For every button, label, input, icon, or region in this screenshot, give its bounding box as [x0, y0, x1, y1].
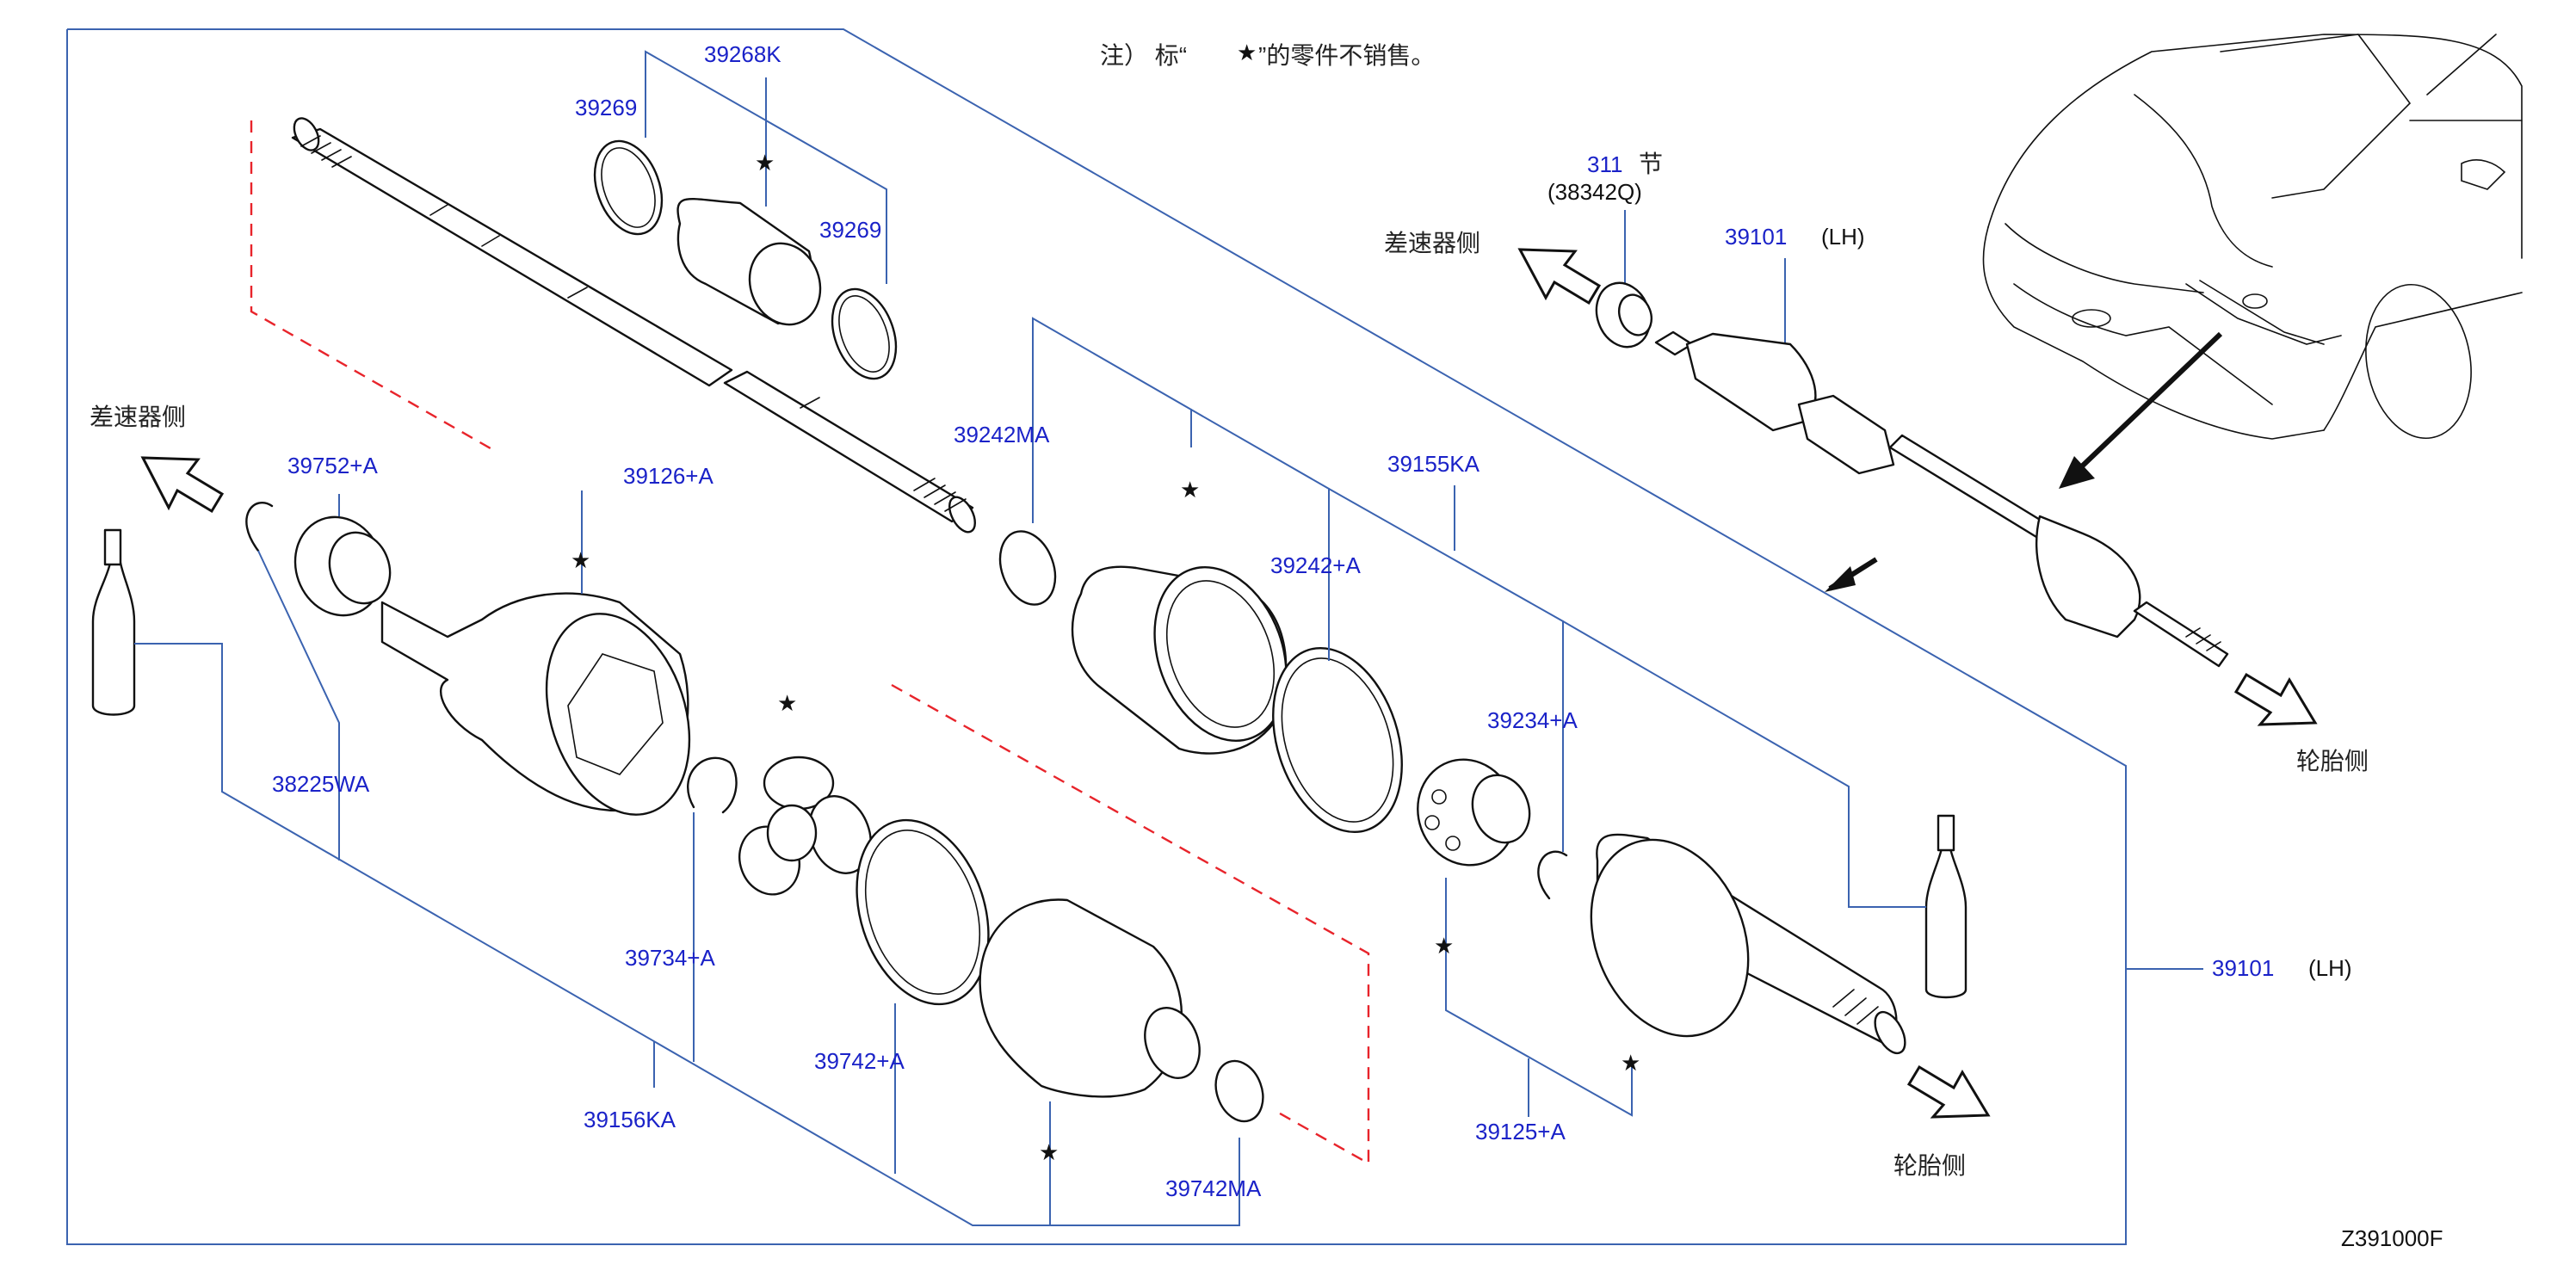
housing-39156KA: [380, 592, 691, 816]
star-39126A-right: ★: [777, 690, 797, 716]
diagram-id: Z391000F: [2341, 1225, 2443, 1251]
pn-39742MA: 39742MA: [1165, 1175, 1262, 1201]
pn-38225WA: 38225WA: [272, 771, 370, 797]
pn-39242A: 39242+A: [1270, 552, 1361, 578]
label-tire-side-main: 轮胎侧: [1893, 1152, 1966, 1179]
vehicle-locator: [1982, 34, 2523, 440]
pn-39156KA: 39156KA: [584, 1107, 676, 1132]
leader-grease-left: [134, 643, 1240, 1226]
boot-band-39269-left: [593, 139, 664, 236]
seal-38342Q: [1595, 281, 1653, 349]
label-diff-side-main: 差速器侧: [90, 404, 186, 430]
arrow-tire-side-main: [1906, 1064, 1991, 1119]
leader-39125A: [1445, 878, 1633, 1117]
pn-39752A: 39752+A: [287, 453, 378, 478]
pn-39101-main-side: (LH): [2308, 955, 2352, 981]
label-tire-side-inset: 轮胎侧: [2296, 748, 2369, 774]
pn-311: 311: [1587, 151, 1622, 177]
snap-ring-39734A: [687, 756, 738, 814]
pn-39269-b: 39269: [819, 217, 881, 243]
star-39234A-lower: ★: [1434, 933, 1454, 959]
boot-band-39742A: [856, 818, 990, 1006]
phantom-outline-shaft: [250, 120, 496, 453]
boot-band-39742MA: [1214, 1059, 1264, 1123]
pn-39268K: 39268K: [704, 41, 781, 67]
boot-band-39242MA: [998, 530, 1057, 606]
pn-39126A: 39126+A: [623, 463, 713, 489]
star-39742MA: ★: [1039, 1139, 1059, 1165]
grease-tube-left: [91, 528, 136, 716]
outer-race-39125A: [1590, 833, 1906, 1055]
inner-race-39234A: [1417, 758, 1531, 867]
note-prefix: 注） 标“: [1100, 42, 1187, 69]
snap-ring-39234A: [1537, 850, 1568, 900]
grease-tube-right: [1924, 814, 1968, 999]
axle-assembly-inset: [1654, 330, 2229, 668]
pn-39234A: 39234+A: [1487, 707, 1578, 733]
arrow-vehicle-locator: [2063, 331, 2223, 484]
pn-39101-inset-side: (LH): [1821, 224, 1865, 250]
star-39155KA: ★: [1180, 477, 1200, 503]
pn-38342Q: (38342Q): [1547, 179, 1642, 205]
boot-band-39242A: [1272, 646, 1403, 834]
pn-39155KA: 39155KA: [1387, 451, 1480, 477]
note-suffix: ”的零件不销售。: [1258, 42, 1435, 69]
arrow-inset-direction-head: [1825, 566, 1856, 592]
star-39268K: ★: [755, 150, 775, 176]
pn-39101-main: 39101: [2212, 955, 2274, 981]
note-star: ★: [1237, 40, 1257, 65]
drive-shaft: [291, 117, 976, 534]
arrow-diff-side-main: [140, 456, 225, 514]
star-39125A: ★: [1621, 1050, 1640, 1076]
phantom-outline-boot: [891, 683, 1370, 1166]
leader-38225WA: [257, 550, 340, 861]
pn-311-suffix: 节: [1639, 151, 1663, 177]
pn-39734A: 39734+A: [625, 945, 715, 971]
leader-39242MA: [1032, 317, 1192, 523]
leader-grease-right: [1562, 620, 1926, 908]
boot-39155KA: [1071, 565, 1288, 755]
arrow-diff-side-inset: [1517, 248, 1602, 305]
pn-39101-inset: 39101: [1725, 224, 1787, 250]
arrow-vehicle-locator-head: [2059, 456, 2095, 489]
boot-band-39269-right: [831, 287, 898, 380]
snap-ring-38225WA: [245, 501, 274, 552]
pn-39242MA: 39242MA: [954, 422, 1050, 447]
arrow-tire-side-inset: [2233, 672, 2318, 726]
main-frame: [66, 28, 2127, 1245]
star-39126A-left: ★: [571, 547, 590, 573]
pn-39125A: 39125+A: [1475, 1119, 1566, 1144]
boot-39742MA: [979, 898, 1201, 1098]
pn-39742A: 39742+A: [814, 1048, 905, 1074]
boot-39268K: [676, 197, 822, 326]
seal-39752A: [293, 515, 392, 617]
tripod-joint-39126A: [738, 756, 872, 896]
label-diff-side-inset: 差速器侧: [1384, 230, 1480, 256]
pn-39269-a: 39269: [575, 95, 637, 120]
